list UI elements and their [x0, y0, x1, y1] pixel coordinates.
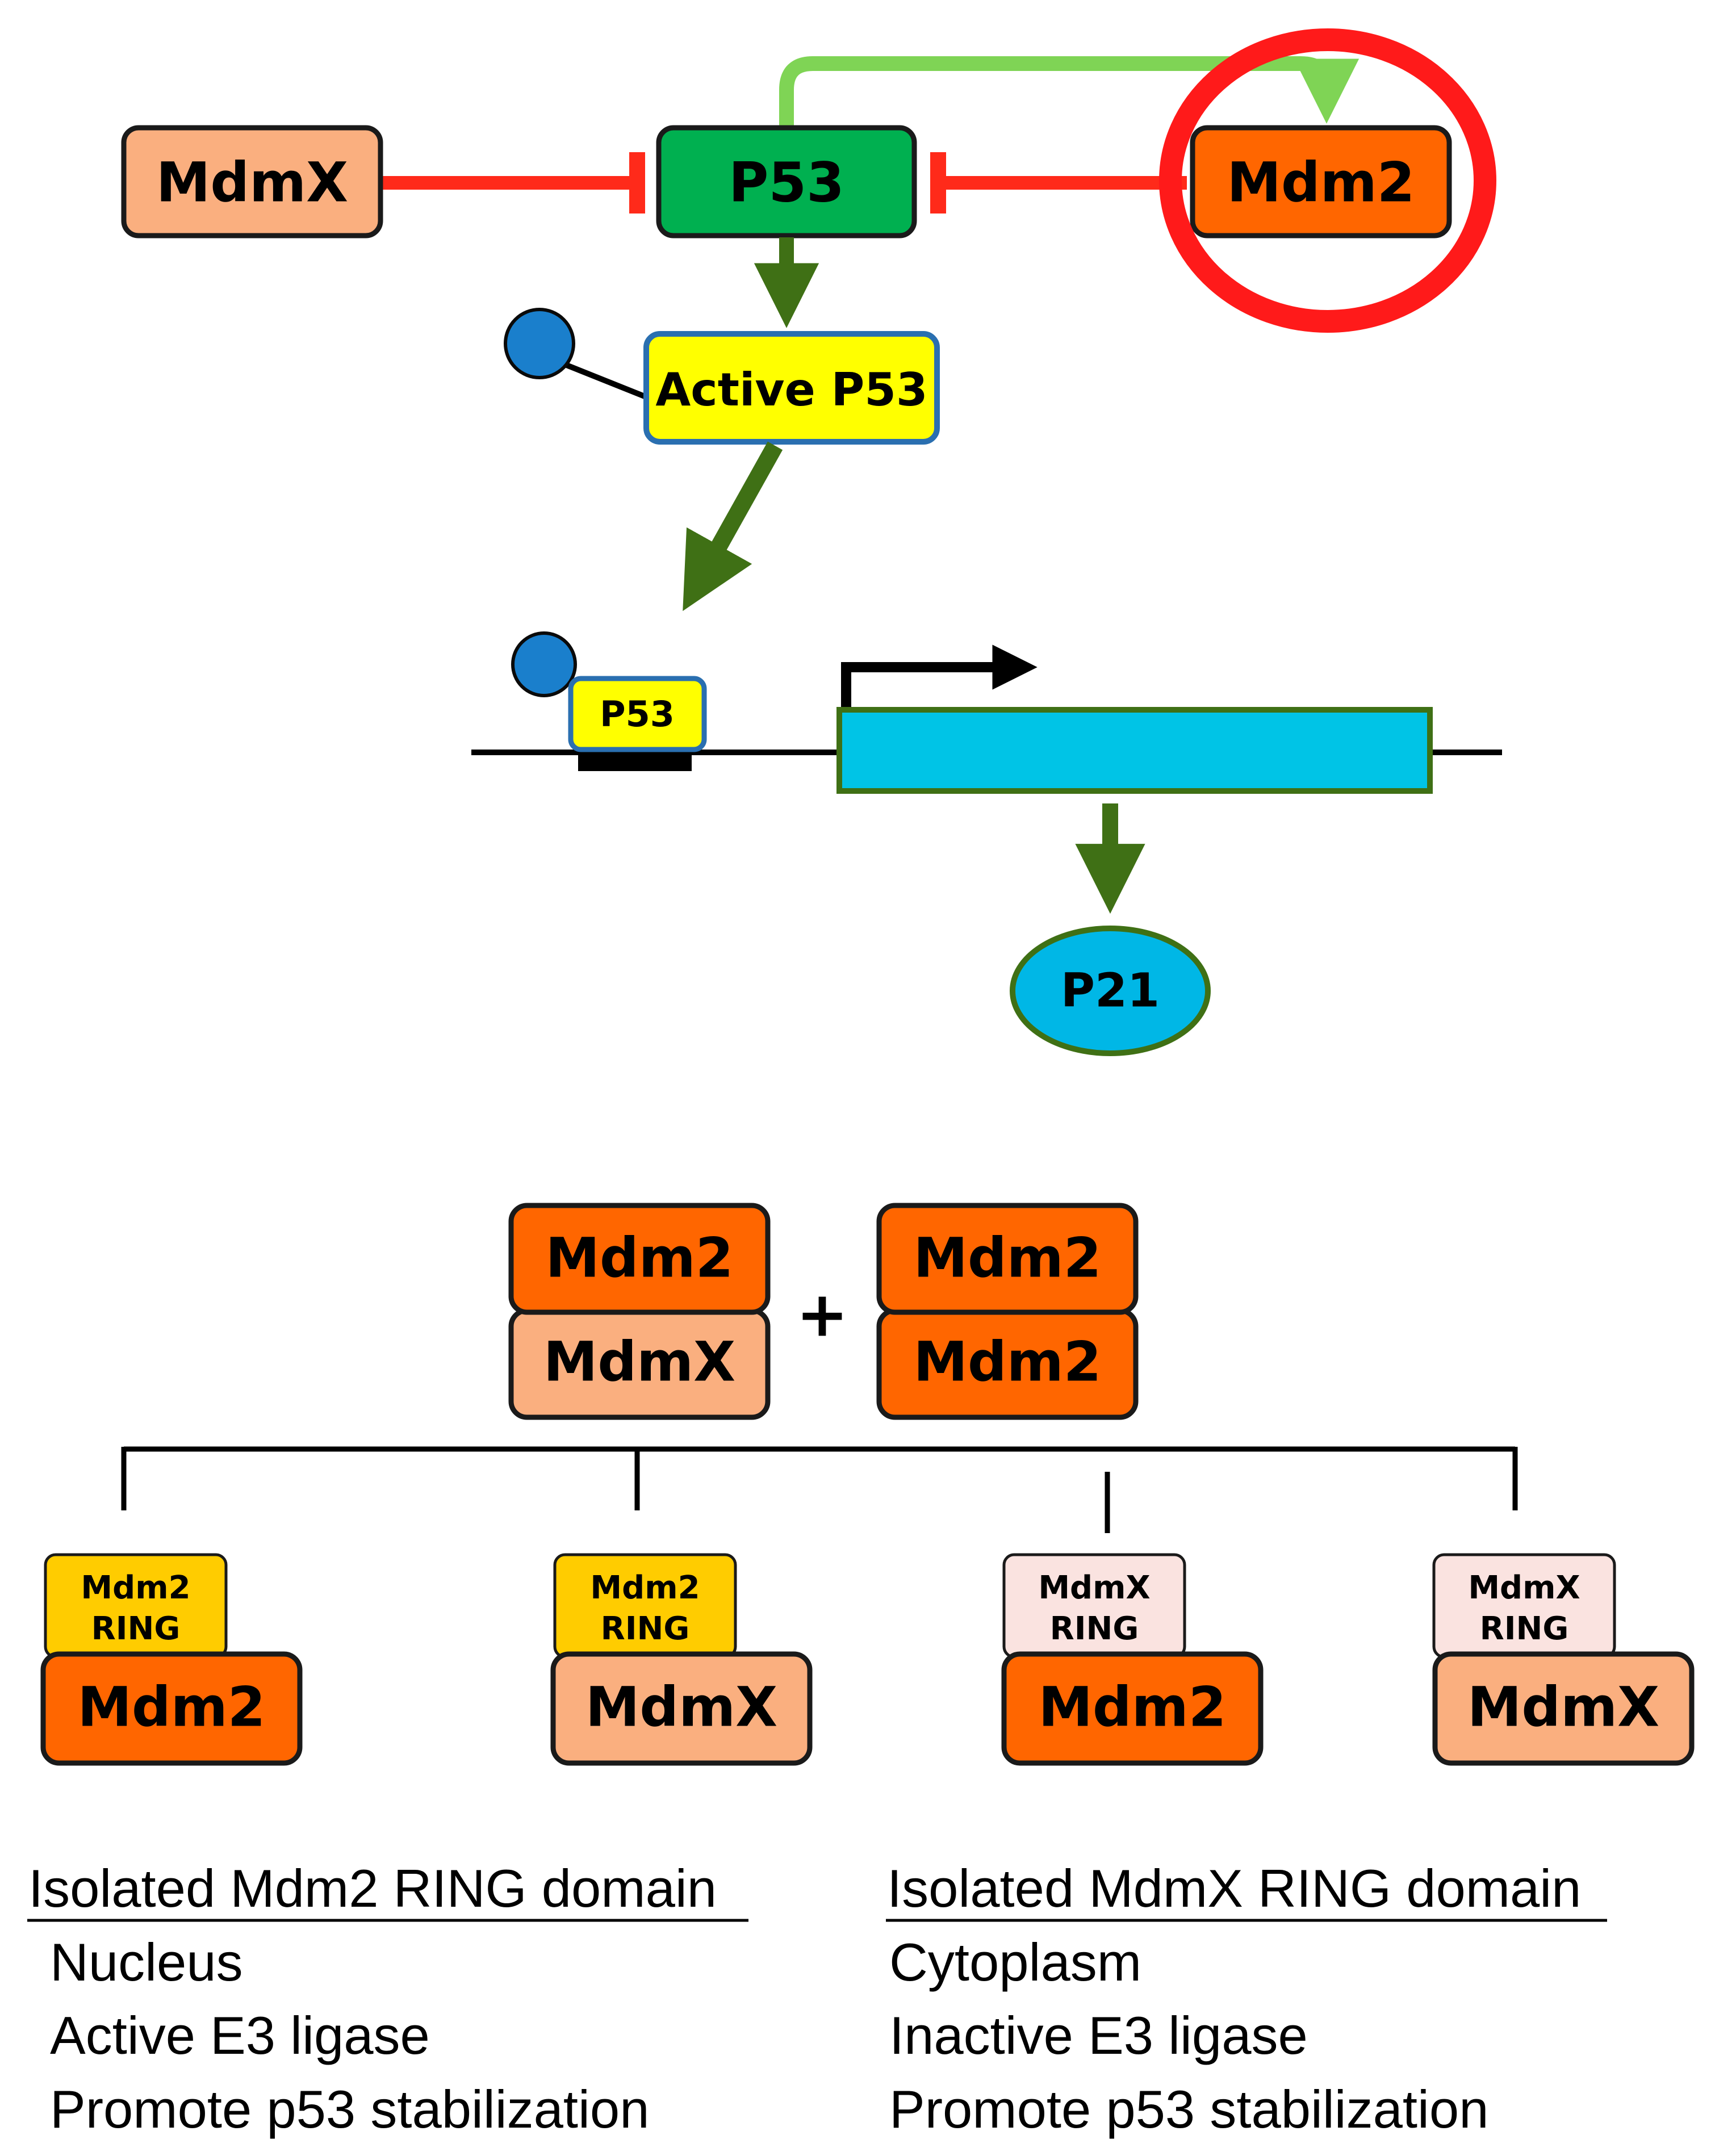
branching-bracket — [121, 1446, 1518, 1533]
summary-right-line-1: Cytoplasm — [889, 1932, 1141, 1992]
ring-pair-2-ring-line2: RING — [601, 1610, 690, 1647]
summary-left-line-2: Active E3 ligase — [50, 2006, 430, 2065]
ring-pair-1-ring-line2: RING — [91, 1610, 181, 1647]
mdm2-homodimer: Mdm2 Mdm2 — [876, 1203, 1139, 1420]
active-p53-box — [643, 331, 940, 445]
ring-pair-3-base-label: Mdm2 — [1038, 1675, 1226, 1739]
active-p53-binding-arrow — [683, 441, 783, 612]
ring-pair-3-ring-line1: MdmX — [1038, 1569, 1150, 1606]
ring-pair-2-base-box — [550, 1651, 813, 1766]
ring-pair-3: MdmX RING Mdm2 — [1001, 1553, 1264, 1766]
summary-left-heading: Isolated Mdm2 RING domain — [28, 1858, 717, 1918]
heterodimer-mdm2-label: Mdm2 — [545, 1226, 733, 1290]
active-p53-label: Active P53 — [655, 363, 927, 416]
p53-label: P53 — [729, 150, 844, 214]
phosphate-group-circle — [504, 308, 575, 379]
p53-induces-mdm2-arrow — [779, 56, 1360, 128]
p21-label: P21 — [1061, 964, 1160, 1018]
mdmx-inhibits-p53 — [380, 152, 645, 213]
homodimer-bottom-label: Mdm2 — [913, 1330, 1101, 1393]
ring-pair-3-base-box — [1001, 1651, 1264, 1766]
summary-right-line-2: Inactive E3 ligase — [889, 2006, 1308, 2065]
ring-pair-3-ring-line2: RING — [1050, 1610, 1139, 1647]
bound-phosphate-group-circle — [511, 631, 577, 697]
mdm2-inhibits-p53 — [930, 152, 1187, 213]
summary-right-line-3: Promote p53 stabilization — [889, 2079, 1488, 2139]
summary-left-line-3: Promote p53 stabilization — [50, 2079, 649, 2139]
heterodimer-mdm2-box — [508, 1203, 771, 1315]
mdm2-mdmx-heterodimer: Mdm2 MdmX — [508, 1203, 771, 1420]
ring-pair-4: MdmX RING MdmX — [1432, 1553, 1695, 1766]
ring-pair-1-base-box — [40, 1651, 303, 1766]
ring-pair-4-base-label: MdmX — [1467, 1675, 1659, 1739]
mdm2-highlight-circle — [1159, 28, 1496, 333]
p21-gene-box — [836, 707, 1433, 794]
bound-p53-label: P53 — [600, 693, 675, 735]
homodimer-top-label: Mdm2 — [913, 1226, 1101, 1290]
ring-pair-4-base-box — [1432, 1651, 1695, 1766]
ring-pair-1-ring-line1: Mdm2 — [81, 1569, 190, 1606]
ring-pair-1-base-label: Mdm2 — [77, 1675, 265, 1739]
summary-right-heading: Isolated MdmX RING domain — [887, 1858, 1581, 1918]
mdm2-label: Mdm2 — [1227, 150, 1415, 214]
ring-pair-2-base-label: MdmX — [585, 1675, 777, 1739]
mdmx-box — [121, 125, 383, 238]
heterodimer-mdmx-label: MdmX — [543, 1330, 735, 1393]
p21-ellipse — [1010, 926, 1211, 1056]
ring-pair-4-ring-line1: MdmX — [1468, 1569, 1580, 1606]
summary-left-line-1: Nucleus — [50, 1932, 243, 1992]
mdmx-label: MdmX — [156, 150, 348, 214]
homodimer-top-mdm2-box — [876, 1203, 1139, 1315]
bound-p53-box — [568, 676, 707, 752]
ring-pair-2-ring-line1: Mdm2 — [590, 1569, 700, 1606]
ring-pair-2: Mdm2 RING MdmX — [550, 1553, 813, 1766]
transcription-start-arrow — [841, 644, 1038, 710]
ring-pair-1: Mdm2 RING Mdm2 — [40, 1553, 303, 1766]
plus-sign: + — [796, 1278, 848, 1350]
mdm2-box — [1190, 125, 1452, 238]
ring-pair-4-ring-line2: RING — [1480, 1610, 1569, 1647]
p53-box — [656, 125, 917, 238]
phosphate-linker — [558, 359, 649, 400]
